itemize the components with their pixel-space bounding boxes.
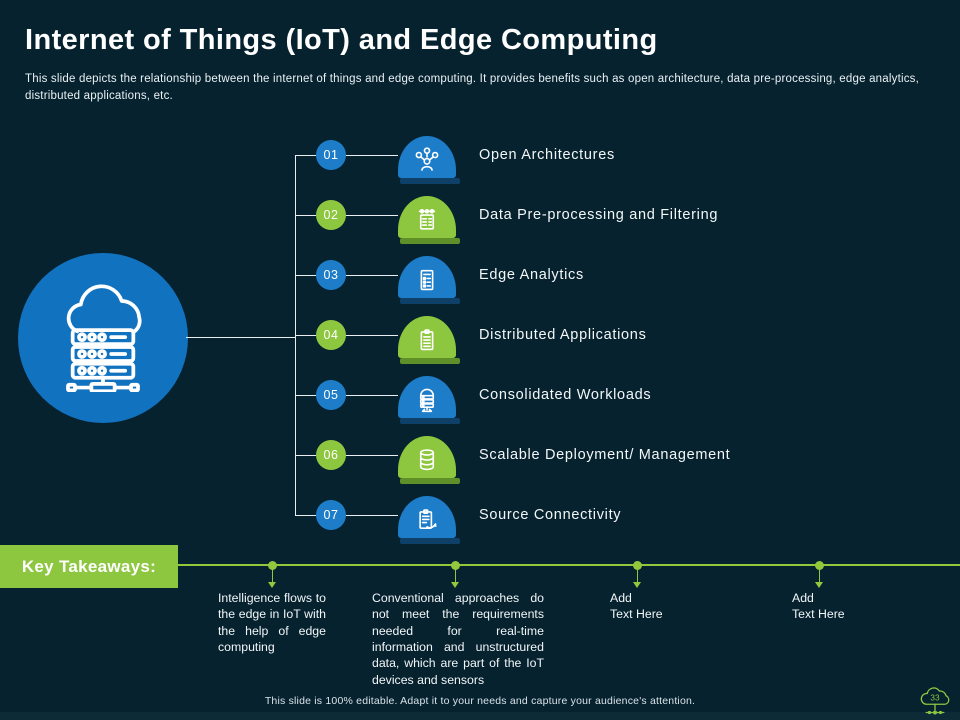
slide-description[interactable]: This slide depicts the relationship betw…	[25, 73, 920, 103]
item-icon-dome	[398, 136, 460, 184]
list-item[interactable]: 01 Open Architectures	[295, 133, 615, 184]
list-item[interactable]: 03 Edge Analytics	[295, 253, 584, 304]
clipboard-arrow-icon	[412, 505, 442, 535]
item-label: Source Connectivity	[479, 507, 622, 523]
item-number: 07	[323, 508, 339, 522]
list-item[interactable]: 07 Source Connectivity	[295, 493, 622, 544]
calculator-icon	[412, 205, 442, 235]
item-icon-dome	[398, 376, 460, 424]
editable-note: This slide is 100% editable. Adapt it to…	[264, 695, 696, 707]
item-number: 05	[323, 388, 339, 402]
list-item[interactable]: 06 Scalable Deployment/ Management	[295, 433, 731, 484]
item-number: 04	[323, 328, 339, 342]
timeline-dot	[451, 561, 460, 570]
page-number: 33	[930, 693, 940, 702]
item-number-badge: 05	[316, 380, 346, 410]
connector-line	[295, 334, 316, 336]
item-label: Open Architectures	[479, 147, 615, 163]
key-takeaways-box[interactable]: Key Takeaways:	[0, 545, 178, 588]
item-label: Consolidated Workloads	[479, 387, 652, 403]
down-arrow-icon	[633, 569, 641, 588]
connector-line	[295, 154, 316, 156]
timeline-dot	[268, 561, 277, 570]
connector-line	[346, 454, 398, 456]
item-number-badge: 03	[316, 260, 346, 290]
item-number-badge: 04	[316, 320, 346, 350]
key-takeaways-label: Key Takeaways:	[21, 556, 157, 576]
item-label: Distributed Applications	[479, 327, 647, 343]
down-arrow-icon	[815, 569, 823, 588]
down-arrow-icon	[268, 569, 276, 588]
dome-shadow	[400, 358, 460, 364]
clipboard-icon	[412, 325, 442, 355]
hub-connector-line	[186, 337, 296, 338]
server-monitor-icon	[412, 385, 442, 415]
takeaway-text[interactable]: Add Text Here	[792, 591, 845, 622]
item-number: 02	[323, 208, 339, 222]
list-item[interactable]: 02 Data Pre-processing and Filtering	[295, 193, 719, 244]
item-icon-dome	[398, 316, 460, 364]
item-number: 03	[323, 268, 339, 282]
connector-line	[346, 334, 398, 336]
item-icon-dome	[398, 496, 460, 544]
timeline-dot	[633, 561, 642, 570]
report-icon	[412, 265, 442, 295]
item-icon-dome	[398, 256, 460, 304]
dome-shadow	[400, 478, 460, 484]
connector-line	[295, 514, 316, 516]
timeline-dot	[815, 561, 824, 570]
takeaway-text[interactable]: Intelligence flows to the edge in IoT wi…	[218, 591, 326, 655]
connector-line	[295, 394, 316, 396]
takeaway-text[interactable]: Conventional approaches do not meet the …	[372, 591, 544, 687]
item-label: Edge Analytics	[479, 267, 584, 283]
item-icon-dome	[398, 436, 460, 484]
item-number-badge: 07	[316, 500, 346, 530]
item-number-badge: 02	[316, 200, 346, 230]
trunk-connector-line	[295, 155, 296, 516]
cloud-server-icon	[47, 280, 159, 397]
takeaway-text[interactable]: Add Text Here	[610, 591, 663, 622]
page-title[interactable]: Internet of Things (IoT) and Edge Comput…	[25, 24, 658, 56]
dome-shadow	[400, 298, 460, 304]
item-number-badge: 06	[316, 440, 346, 470]
bottom-strip	[0, 712, 960, 720]
connector-line	[346, 154, 398, 156]
dome-shadow	[400, 538, 460, 544]
database-icon	[412, 445, 442, 475]
connector-line	[346, 514, 398, 516]
dome-shadow	[400, 178, 460, 184]
connector-line	[346, 214, 398, 216]
connector-line	[346, 394, 398, 396]
network-people-icon	[412, 145, 442, 175]
connector-line	[295, 274, 316, 276]
dome-shadow	[400, 418, 460, 424]
connector-line	[346, 274, 398, 276]
connector-line	[295, 454, 316, 456]
list-item[interactable]: 05 Consolidated Workloads	[295, 373, 652, 424]
dome-shadow	[400, 238, 460, 244]
list-item[interactable]: 04 Distributed Applications	[295, 313, 647, 364]
timeline-line	[178, 564, 960, 566]
item-icon-dome	[398, 196, 460, 244]
item-label: Data Pre-processing and Filtering	[479, 207, 719, 223]
cloud-page-icon: 33	[920, 687, 950, 715]
connector-line	[295, 214, 316, 216]
item-number-badge: 01	[316, 140, 346, 170]
item-label: Scalable Deployment/ Management	[479, 447, 731, 463]
iot-hub-circle[interactable]	[18, 253, 188, 423]
item-number: 01	[323, 148, 339, 162]
down-arrow-icon	[451, 569, 459, 588]
page-number-badge: 33	[917, 685, 953, 718]
item-number: 06	[323, 448, 339, 462]
